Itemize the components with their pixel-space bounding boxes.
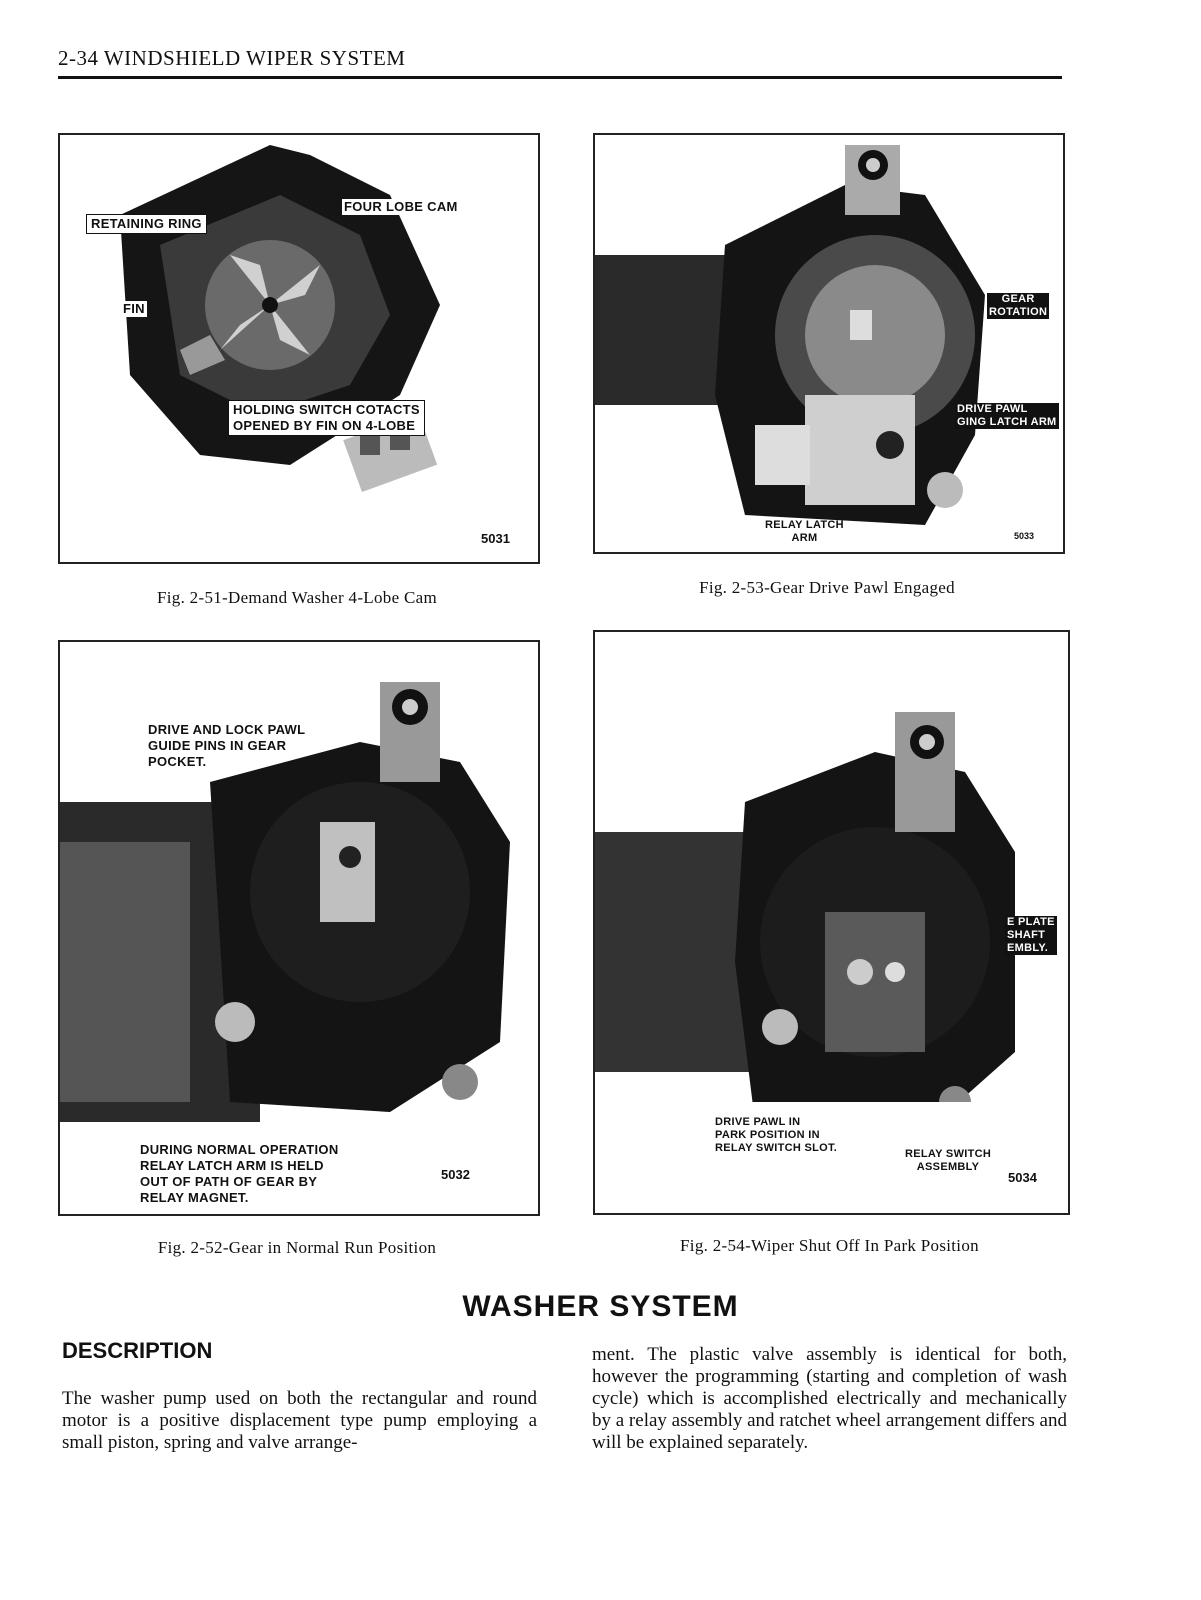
figure-2-52-photo xyxy=(60,682,510,1122)
figure-2-52: DRIVE AND LOCK PAWL GUIDE PINS IN GEAR P… xyxy=(58,640,540,1216)
caption-2-51: Fig. 2-51-Demand Washer 4-Lobe Cam xyxy=(157,588,437,607)
label-gear-line-2: ROTATION xyxy=(989,306,1048,318)
label-drive-lock-line-3: POCKET. xyxy=(148,754,207,769)
figure-id-5031: 5031 xyxy=(481,531,510,546)
label-drive-lock-line-2: GUIDE PINS IN GEAR xyxy=(148,738,287,753)
label-drive-pawl-park: DRIVE PAWL IN PARK POSITION IN RELAY SWI… xyxy=(715,1116,837,1155)
label-holding-switch: HOLDING SWITCH COTACTS OPENED BY FIN ON … xyxy=(228,400,425,436)
label-drive-line-2: GING LATCH ARM xyxy=(957,416,1057,428)
label-plate-line-2: SHAFT xyxy=(1007,929,1046,941)
figure-2-54-photo xyxy=(595,712,1068,1213)
body-column-2: ment. The plastic valve assembly is iden… xyxy=(592,1344,1067,1453)
label-drive-line-1: DRIVE PAWL xyxy=(957,403,1028,415)
label-four-lobe-cam: FOUR LOBE CAM xyxy=(342,199,460,215)
label-normal-line-3: OUT OF PATH OF GEAR BY xyxy=(140,1174,318,1189)
label-holding-line-2: OPENED BY FIN ON 4-LOBE xyxy=(233,418,416,433)
label-retaining-ring: RETAINING RING xyxy=(86,214,207,234)
label-gear-line-1: GEAR xyxy=(1001,293,1035,305)
label-relay-latch-line-1: RELAY LATCH xyxy=(765,519,844,531)
label-plate-line-1: E PLATE xyxy=(1007,916,1055,928)
caption-2-53: Fig. 2-53-Gear Drive Pawl Engaged xyxy=(699,578,955,597)
label-gear-rotation: GEAR ROTATION xyxy=(987,293,1050,319)
figure-id-5032: 5032 xyxy=(441,1167,470,1182)
label-drive-lock-line-1: DRIVE AND LOCK PAWL xyxy=(148,722,306,737)
header-rule xyxy=(58,76,1062,79)
label-normal-operation: DURING NORMAL OPERATION RELAY LATCH ARM … xyxy=(140,1142,339,1206)
figure-id-5033: 5033 xyxy=(1014,531,1035,541)
label-plate-shaft-assembly: E PLATE SHAFT EMBLY. xyxy=(1005,916,1057,955)
caption-2-52: Fig. 2-52-Gear in Normal Run Position xyxy=(157,1238,437,1257)
section-title: WASHER SYSTEM xyxy=(462,1290,739,1323)
figure-2-53-photo xyxy=(595,145,985,525)
label-holding-line-1: HOLDING SWITCH COTACTS xyxy=(233,402,420,417)
label-normal-line-2: RELAY LATCH ARM IS HELD xyxy=(140,1158,324,1173)
figure-2-51: RETAINING RING FOUR LOBE CAM FIN HOLDING… xyxy=(58,133,540,564)
label-pawl-line-2: PARK POSITION IN xyxy=(715,1129,820,1141)
label-plate-line-3: EMBLY. xyxy=(1007,942,1049,954)
caption-2-54: Fig. 2-54-Wiper Shut Off In Park Positio… xyxy=(680,1236,979,1255)
label-relay-switch-line-1: RELAY SWITCH xyxy=(905,1148,992,1160)
figure-id-5034: 5034 xyxy=(1008,1170,1037,1185)
label-pawl-line-3: RELAY SWITCH SLOT. xyxy=(715,1142,838,1154)
figure-2-54: E PLATE SHAFT EMBLY. DRIVE PAWL IN PARK … xyxy=(593,630,1070,1215)
label-relay-latch-line-2: ARM xyxy=(791,532,818,544)
label-normal-line-4: RELAY MAGNET. xyxy=(140,1190,249,1205)
figure-2-51-photo xyxy=(120,145,440,492)
label-relay-switch-line-2: ASSEMBLY xyxy=(916,1161,980,1173)
label-drive-lock-pawl: DRIVE AND LOCK PAWL GUIDE PINS IN GEAR P… xyxy=(148,722,305,770)
subhead-description: DESCRIPTION xyxy=(62,1338,213,1363)
label-drive-pawl: DRIVE PAWL GING LATCH ARM xyxy=(955,403,1059,429)
label-pawl-line-1: DRIVE PAWL IN xyxy=(715,1116,801,1128)
label-fin: FIN xyxy=(121,301,147,317)
page-header: 2-34 WINDSHIELD WIPER SYSTEM xyxy=(58,46,406,70)
body-column-1: The washer pump used on both the rectang… xyxy=(62,1388,537,1453)
label-relay-switch-assembly: RELAY SWITCH ASSEMBLY xyxy=(905,1148,991,1174)
label-normal-line-1: DURING NORMAL OPERATION xyxy=(140,1142,339,1157)
label-relay-latch-arm: RELAY LATCH ARM xyxy=(765,519,844,545)
figure-2-53: GEAR ROTATION DRIVE PAWL GING LATCH ARM … xyxy=(593,133,1065,554)
